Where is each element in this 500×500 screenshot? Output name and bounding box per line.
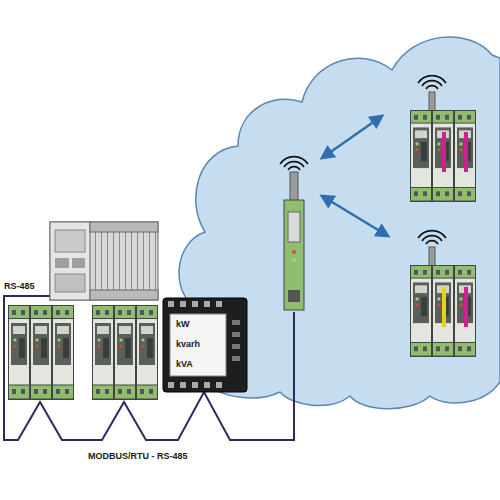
bus-label: RS-485 xyxy=(4,282,35,291)
rs485-bus xyxy=(4,296,294,440)
plc-controller xyxy=(50,222,158,300)
wireless-node xyxy=(411,231,476,357)
display-unit: kW xyxy=(176,320,190,329)
io-module-group xyxy=(93,306,158,400)
radio-link-arrow xyxy=(322,196,388,236)
wireless-gateway xyxy=(280,157,308,310)
display-unit: kvarh xyxy=(176,340,200,349)
energy-meter xyxy=(163,298,247,392)
radio-link-arrow xyxy=(322,116,382,158)
wireless-node xyxy=(411,76,476,202)
io-module-group xyxy=(9,306,74,400)
bus-label: MODBUS/RTU - RS-485 xyxy=(88,452,188,461)
display-unit: kVA xyxy=(176,360,193,369)
